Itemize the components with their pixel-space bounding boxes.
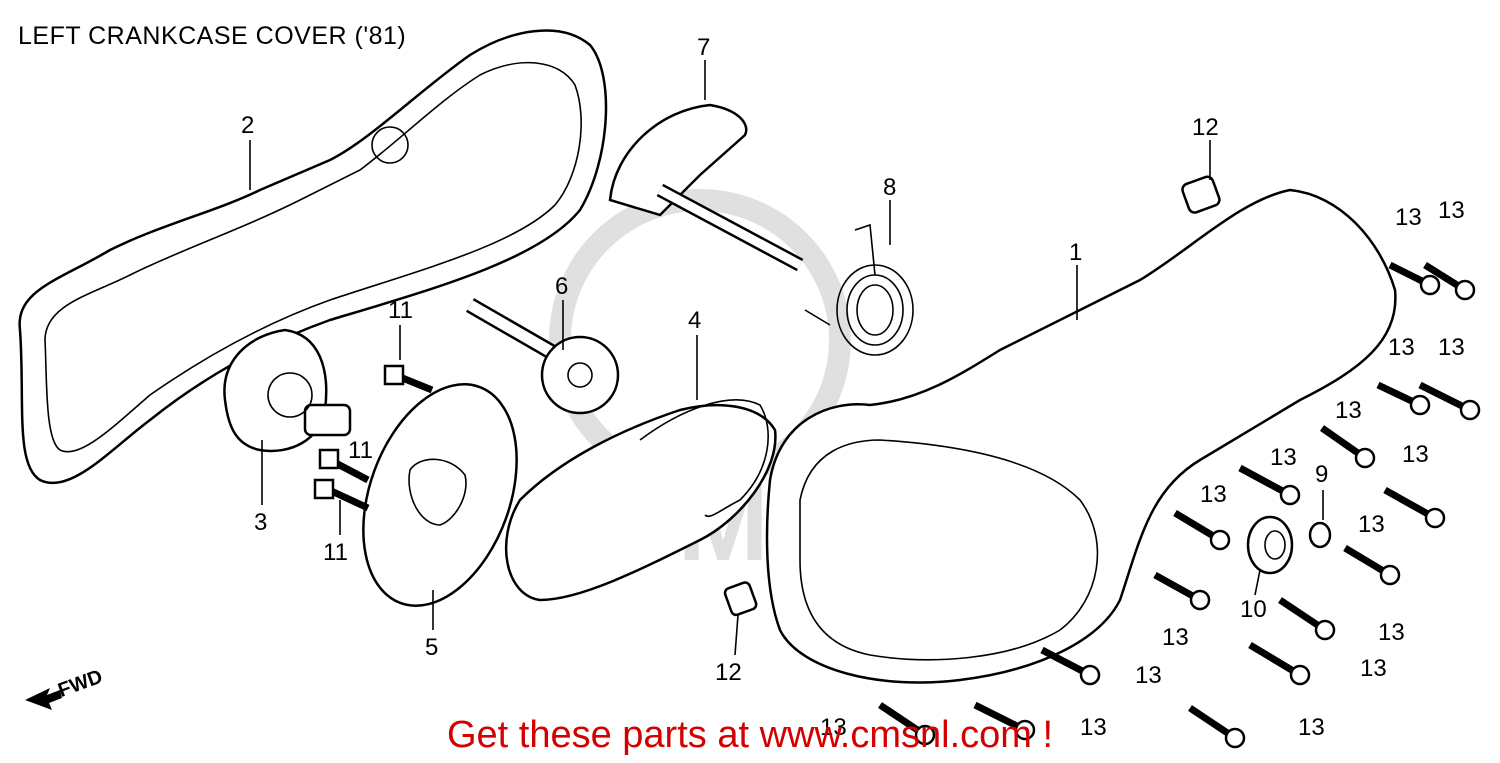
callout-13: 13: [1360, 655, 1387, 682]
bolt-13-head: [1079, 664, 1101, 686]
callout-13: 13: [1200, 481, 1227, 508]
bolt-13-head: [1224, 727, 1246, 749]
bolt-11-group: [313, 364, 434, 512]
bolt-13-head: [1409, 394, 1431, 416]
callout-12-bottom: 12: [715, 659, 742, 686]
callout-13: 13: [1335, 397, 1362, 424]
callout-13: 13: [1270, 444, 1297, 471]
dowel-pin-bottom: [723, 581, 758, 617]
promo-footer: Get these parts at www.cmsnl.com !: [446, 714, 1054, 756]
callout-4: 4: [688, 307, 701, 334]
bolt-13-head: [1419, 274, 1441, 296]
callout-13: 13: [1438, 197, 1465, 224]
callout-12-top: 12: [1192, 114, 1219, 141]
callout-6: 6: [555, 273, 568, 300]
bolt-13-head: [1289, 664, 1311, 686]
diagram-title: LEFT CRANKCASE COVER ('81): [18, 22, 407, 50]
bolt-13-head: [1209, 529, 1231, 551]
callout-7: 7: [697, 34, 710, 61]
bolt-13-group: [878, 261, 1481, 749]
bolt-13-head: [1379, 564, 1401, 586]
callout-10: 10: [1240, 596, 1267, 623]
bolt-13-head: [1354, 447, 1376, 469]
bolt-13-head: [1314, 619, 1336, 641]
dowel-pin-top: [1181, 175, 1221, 214]
plate-part: [362, 383, 518, 607]
callouts: 2 3 4 5 6 7 8 1 12 12 9 10 11 11 11: [241, 34, 1328, 686]
svg-text:FWD: FWD: [55, 666, 105, 702]
bolt-13-head: [1014, 719, 1036, 741]
callout-13: 13: [1378, 619, 1405, 646]
callout-11-c: 11: [323, 539, 348, 566]
bolt-13-head: [1424, 507, 1446, 529]
callout-13: 13: [1395, 204, 1422, 231]
callout-1: 1: [1069, 239, 1082, 266]
callout-9: 9: [1315, 461, 1328, 488]
callout-13: 13: [1298, 714, 1325, 741]
bolt-13-head: [1189, 589, 1211, 611]
callout-3: 3: [254, 509, 267, 536]
gasket-part: [18, 29, 608, 485]
callout-11-b: 11: [348, 437, 373, 464]
washer-part: [1308, 521, 1332, 549]
bolt-13-head: [1454, 279, 1476, 301]
forward-direction-indicator: FWD: [25, 666, 106, 710]
spring-part: [804, 223, 914, 356]
crankcase-cover-part: [765, 188, 1397, 684]
callout-13: 13: [820, 714, 847, 741]
leader-lines: [249, 60, 1324, 656]
callout-13: 13: [1402, 441, 1429, 468]
oil-pump-part: [223, 328, 352, 453]
callout-2: 2: [241, 112, 254, 139]
callout-5: 5: [425, 634, 438, 661]
callout-8: 8: [883, 174, 896, 201]
bolt-13-head: [914, 724, 936, 746]
callout-13: 13: [1135, 662, 1162, 689]
bolt-13-head: [1279, 484, 1301, 506]
callout-13: 13: [1358, 511, 1385, 538]
callout-11-a: 11: [388, 297, 413, 324]
kick-sector-part: [608, 103, 804, 272]
callout-13: 13: [1438, 334, 1465, 361]
drive-chain-part: [505, 399, 777, 602]
gear-shaft-part: [466, 298, 620, 415]
callout-13: 13: [1080, 714, 1107, 741]
oil-seal-part: [1246, 515, 1294, 575]
bolt-13-head: [1459, 399, 1481, 421]
callout-13: 13: [1388, 334, 1415, 361]
callout-13: 13: [1162, 624, 1189, 651]
